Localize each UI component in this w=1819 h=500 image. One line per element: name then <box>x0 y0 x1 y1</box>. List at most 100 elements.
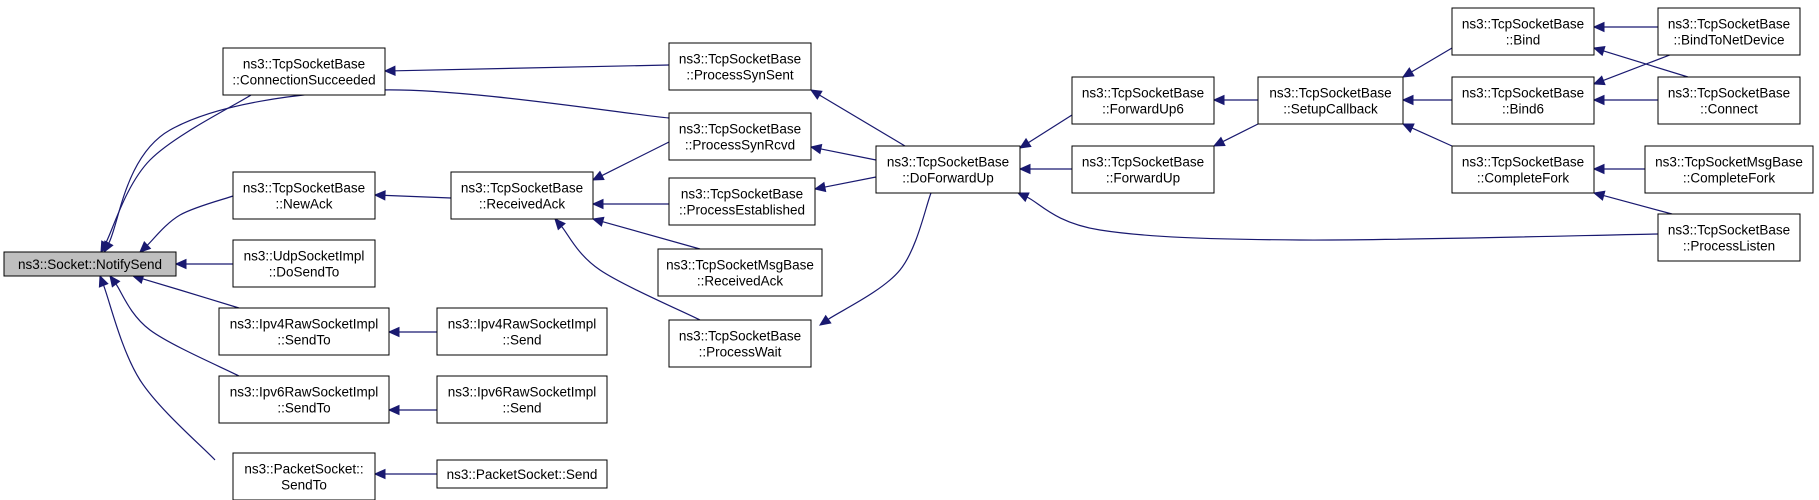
edge-bind-to-setup_callback <box>1401 47 1453 78</box>
node-box <box>218 375 390 424</box>
node-process-syn-sent[interactable]: ns3::TcpSocketBase::ProcessSynSent <box>668 42 812 91</box>
node-box <box>436 307 608 356</box>
node-label: ::ProcessEstablished <box>679 203 805 218</box>
node-box <box>218 307 390 356</box>
arrowhead-icon <box>809 89 823 100</box>
arrowhead-icon <box>109 275 121 288</box>
arrowhead-icon <box>1212 136 1226 147</box>
arrowhead-icon <box>591 170 605 181</box>
call-edges <box>98 21 1689 480</box>
node-ipv4-send[interactable]: ns3::Ipv4RawSocketImpl::Send <box>436 307 608 356</box>
edge-bind_to_net_device-to-bind <box>1592 21 1658 33</box>
edge-setup_callback-to-forward_up6 <box>1212 94 1258 106</box>
node-msg-complete-fork[interactable]: ns3::TcpSocketMsgBase::CompleteFork <box>1644 145 1814 194</box>
edge-line <box>1026 196 1659 241</box>
arrowhead-icon <box>387 326 400 338</box>
edge-line <box>394 64 670 72</box>
node-label: ns3::TcpSocketBase <box>679 122 801 137</box>
node-ipv6-send[interactable]: ns3::Ipv6RawSocketImpl::Send <box>436 375 608 424</box>
node-label: ns3::TcpSocketBase <box>1462 155 1584 170</box>
edge-connection_succeeded-to-notify_send <box>100 94 252 254</box>
edge-line <box>1603 195 1673 215</box>
node-packet-send[interactable]: ns3::PacketSocket::Send <box>436 459 608 489</box>
edge-new_ack-to-notify_send <box>139 195 234 253</box>
node-label: SendTo <box>281 478 327 493</box>
arrowhead-icon <box>103 240 114 254</box>
edge-forward_up6-to-do_forward_up <box>1018 114 1073 149</box>
node-box <box>668 112 812 161</box>
node-box <box>1657 213 1801 262</box>
edge-process_established-to-received_ack <box>591 198 669 210</box>
node-connect[interactable]: ns3::TcpSocketBase::Connect <box>1657 76 1801 125</box>
node-box <box>232 452 376 500</box>
node-setup-callback[interactable]: ns3::TcpSocketBase::SetupCallback <box>1257 76 1404 125</box>
arrowhead-icon <box>1018 163 1031 175</box>
node-process-listen[interactable]: ns3::TcpSocketBase::ProcessListen <box>1657 213 1801 262</box>
edge-line <box>601 141 670 177</box>
node-process-wait[interactable]: ns3::TcpSocketBase::ProcessWait <box>668 319 812 368</box>
edge-ipv6_send_to-to-notify_send <box>109 275 240 377</box>
node-box <box>232 239 376 288</box>
node-label: ::Send <box>502 333 541 348</box>
node-do-forward-up[interactable]: ns3::TcpSocketBase::DoForwardUp <box>875 145 1021 194</box>
node-notify-send[interactable]: ns3::Socket::NotifySend <box>3 251 177 277</box>
node-packet-send-to[interactable]: ns3::PacketSocket::SendTo <box>232 452 376 500</box>
node-label: ns3::TcpSocketMsgBase <box>1655 155 1803 170</box>
node-box <box>1657 7 1801 56</box>
node-box <box>1451 7 1595 56</box>
edge-line <box>602 221 701 250</box>
node-received-ack[interactable]: ns3::TcpSocketBase::ReceivedAck <box>450 171 594 220</box>
node-box <box>875 145 1021 194</box>
arrowhead-icon <box>1592 163 1605 175</box>
arrowhead-icon <box>591 216 605 227</box>
node-msg-received-ack[interactable]: ns3::TcpSocketMsgBase::ReceivedAck <box>657 248 823 297</box>
node-label: ns3::TcpSocketBase <box>1668 223 1790 238</box>
node-box <box>668 319 812 368</box>
node-connection-succeeded[interactable]: ns3::TcpSocketBase::ConnectionSucceeded <box>222 47 386 96</box>
node-new-ack[interactable]: ns3::TcpSocketBase::NewAck <box>232 171 376 220</box>
arrowhead-icon <box>1592 190 1606 201</box>
node-bind[interactable]: ns3::TcpSocketBase::Bind <box>1451 7 1595 56</box>
node-label: ::ProcessSynRcvd <box>685 138 795 153</box>
node-forward-up[interactable]: ns3::TcpSocketBase::ForwardUp <box>1071 145 1215 194</box>
edge-line <box>108 89 670 244</box>
arrowhead-icon <box>174 258 187 270</box>
node-label: ns3::TcpSocketBase <box>679 329 801 344</box>
node-label: ns3::Socket::NotifySend <box>18 257 162 272</box>
node-label: ns3::TcpSocketBase <box>1462 86 1584 101</box>
node-label: ::CompleteFork <box>1477 171 1570 186</box>
node-udp-do-send-to[interactable]: ns3::UdpSocketImpl::DoSendTo <box>232 239 376 288</box>
node-label: ::ForwardUp6 <box>1102 102 1184 117</box>
node-label: ns3::UdpSocketImpl <box>244 249 365 264</box>
edge-process_syn_sent-to-connection_succeeded <box>383 64 670 77</box>
node-process-established[interactable]: ns3::TcpSocketBase::ProcessEstablished <box>668 177 816 226</box>
edge-forward_up-to-do_forward_up <box>1018 163 1072 175</box>
edge-line <box>561 226 701 321</box>
node-ipv4-send-to[interactable]: ns3::Ipv4RawSocketImpl::SendTo <box>218 307 390 356</box>
node-label: ns3::PacketSocket:: <box>244 462 363 477</box>
node-complete-fork[interactable]: ns3::TcpSocketBase::CompleteFork <box>1451 145 1595 194</box>
node-label: ::Bind <box>1506 33 1541 48</box>
arrowhead-icon <box>1401 94 1414 106</box>
arrowhead-icon <box>387 404 400 416</box>
node-label: ns3::TcpSocketBase <box>1082 155 1204 170</box>
edge-line <box>146 195 234 246</box>
node-ipv6-send-to[interactable]: ns3::Ipv6RawSocketImpl::SendTo <box>218 375 390 424</box>
edge-setup_callback-to-forward_up <box>1212 123 1259 147</box>
node-label: ns3::TcpSocketBase <box>1082 86 1204 101</box>
node-label: ns3::Ipv4RawSocketImpl <box>230 317 379 332</box>
node-bind6[interactable]: ns3::TcpSocketBase::Bind6 <box>1451 76 1595 125</box>
node-label: ::ProcessSynSent <box>686 68 794 83</box>
node-bind-to-net-device[interactable]: ns3::TcpSocketBase::BindToNetDevice <box>1657 7 1801 56</box>
node-label: ns3::TcpSocketBase <box>681 187 803 202</box>
edge-line <box>103 285 216 461</box>
arrowhead-icon <box>383 65 396 77</box>
edge-line <box>827 192 932 320</box>
edge-line <box>819 94 906 147</box>
node-forward-up6[interactable]: ns3::TcpSocketBase::ForwardUp6 <box>1071 76 1215 125</box>
edge-msg_received_ack-to-received_ack <box>591 216 701 250</box>
edge-do_forward_up-to-process_wait <box>818 192 932 326</box>
node-process-syn-rcvd[interactable]: ns3::TcpSocketBase::ProcessSynRcvd <box>668 112 812 161</box>
edge-process_listen-to-do_forward_up <box>1016 192 1659 241</box>
node-label: ns3::TcpSocketBase <box>243 57 365 72</box>
